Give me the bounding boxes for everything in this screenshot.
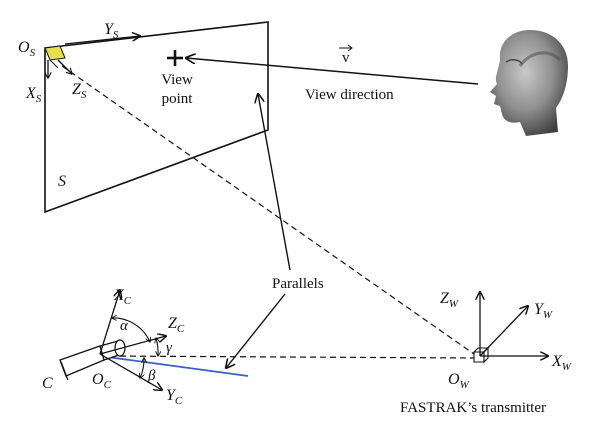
gamma-arc — [156, 338, 158, 356]
world-y-axis — [479, 306, 528, 357]
viewpoint-marker — [167, 50, 183, 66]
camera-label: C — [42, 375, 53, 392]
view-direction-arrow — [186, 58, 479, 85]
camera-origin-label: OC — [92, 371, 112, 391]
screen-plane-label: S — [58, 173, 66, 190]
camera-y-axis — [99, 353, 162, 390]
beta-arc — [140, 358, 144, 378]
camera-x-label: XC — [113, 287, 132, 307]
screen-outline — [44, 21, 269, 214]
camera-x-axis — [99, 290, 120, 355]
parallels-arrow-camera — [226, 293, 286, 368]
world-x-label: XW — [551, 353, 572, 373]
view-vector-label: v — [342, 50, 350, 66]
screen-origin-label: OS — [18, 39, 36, 59]
gamma-label: γ — [166, 340, 173, 356]
screen-origin-marker — [44, 45, 66, 61]
screen-to-world-dashed-line — [61, 65, 475, 355]
camera-y-label: YC — [166, 387, 183, 407]
viewpoint-label-line1: View — [161, 72, 193, 88]
camera-body — [59, 339, 126, 381]
world-y-label: YW — [534, 301, 553, 321]
parallels-arrow-screen — [258, 94, 291, 271]
view-direction-label: View direction — [305, 87, 394, 103]
screen-x-label: XS — [25, 85, 42, 105]
viewpoint-label-line2: point — [162, 91, 194, 107]
transmitter-label: FASTRAK’s transmitter — [400, 400, 546, 416]
parallels-label: Parallels — [272, 276, 324, 292]
screen-plane: OS YS XS ZS S View point — [18, 21, 269, 214]
world-origin-label: OW — [448, 371, 470, 391]
beta-label: β — [147, 368, 156, 384]
screen-z-axis — [57, 59, 72, 74]
camera-z-label: ZC — [168, 315, 185, 335]
head-icon — [490, 30, 568, 136]
screen-y-label: YS — [104, 21, 119, 41]
world-z-label: ZW — [440, 290, 459, 310]
screen-z-label: ZS — [72, 81, 87, 101]
camera-to-world-dashed-line — [99, 355, 475, 359]
alpha-label: α — [120, 318, 129, 334]
screen-y-axis — [64, 36, 140, 45]
camera-projection-line — [99, 355, 249, 377]
alpha-arc — [112, 318, 150, 342]
